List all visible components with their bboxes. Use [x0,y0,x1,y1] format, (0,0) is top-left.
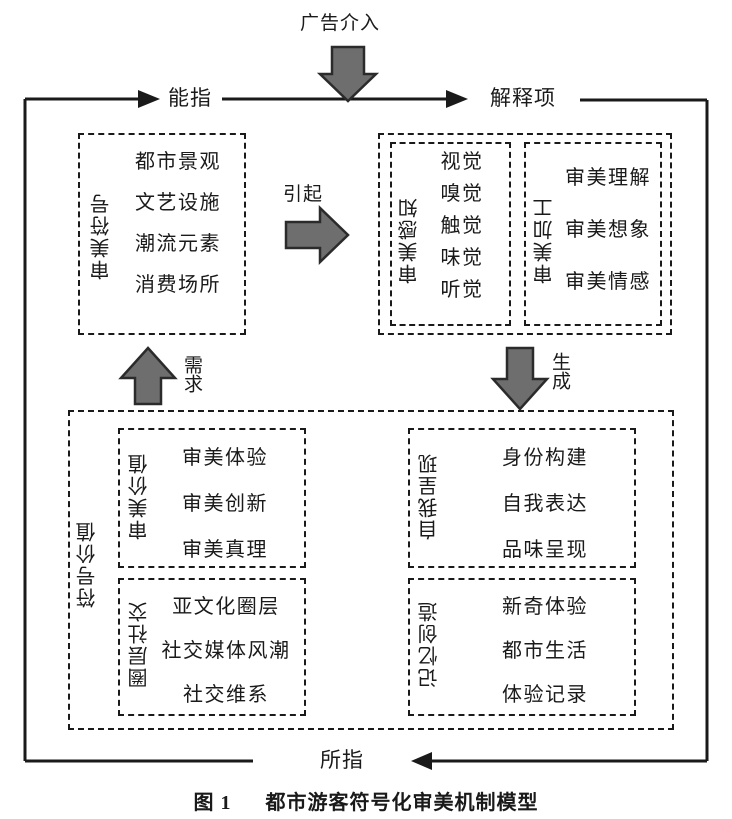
list-item: 视觉 [440,151,484,173]
node-label-signified: 所指 [320,749,364,772]
list-item: 审美真理 [182,539,268,561]
group-label-symbol-value: 符号价值 [77,520,99,608]
group-box-aesthetic-processing [524,142,662,326]
causes-arrow [284,205,350,265]
list-item: 都市生活 [502,640,588,662]
list-item: 审美创新 [182,493,268,515]
list-item: 消费场所 [135,274,221,296]
list-item: 嗅觉 [440,183,484,205]
list-item: 体验记录 [502,684,588,706]
connector-label-causes: 引起 [283,184,324,205]
list-item: 味觉 [440,247,484,269]
connector-label-generates: 生成 [549,352,571,390]
group-items-memory-creation: 新奇体验 都市生活 体验记录 [470,597,620,705]
signifier-to-interpretant-arrowhead [446,90,468,108]
signifier-arrowhead [138,90,160,108]
group-label-self-presentation: 自我呈现 [419,452,441,540]
group-label-circle-social: 圈层社交 [129,600,151,688]
group-items-aesthetic-value: 审美体验 审美创新 审美真理 [160,448,290,560]
node-label-signifier: 能指 [168,87,212,110]
group-box-circle-social [118,578,306,716]
group-items-self-presentation: 身份构建 自我表达 品味呈现 [470,448,620,560]
list-item: 都市景观 [135,151,221,173]
list-item: 品味呈现 [502,539,588,561]
signified-arrowhead [411,752,432,770]
list-item: 触觉 [440,215,484,237]
group-items-aesthetic-processing: 审美理解 审美想象 审美情感 [560,168,656,292]
connector-label-generates-line1: 生成 [548,352,570,390]
connector-label-demand: 需求 [181,355,203,393]
list-item: 审美情感 [565,271,651,293]
group-box-aesthetic-value [118,428,306,568]
figure-caption: 图 1 都市游客符号化审美机制模型 [0,786,732,815]
node-label-interpretant: 解释项 [490,87,556,110]
group-box-memory-creation [408,578,636,716]
group-label-aesthetic-perception: 审美感知 [399,196,421,284]
list-item: 社交维系 [183,684,269,706]
list-item: 新奇体验 [502,596,588,618]
group-label-aesthetic-processing: 审美加工 [534,196,556,284]
ad-intervention-arrow [316,45,380,103]
list-item: 审美理解 [565,167,651,189]
list-item: 身份构建 [502,447,588,469]
list-item: 审美体验 [182,447,268,469]
connector-label-ad-intervention: 广告介入 [300,13,381,34]
group-items-circle-social: 亚文化圈层 社交媒体风潮 社交维系 [156,597,296,705]
group-box-aesthetic-perception [390,142,511,326]
list-item: 潮流元素 [135,233,221,255]
list-item: 文艺设施 [135,192,221,214]
connector-label-demand-line1: 需求 [180,355,202,393]
group-items-aesthetic-perception: 视觉 嗅觉 触觉 味觉 听觉 [424,152,500,300]
figure-caption-number: 图 1 [193,792,232,814]
group-items-aesthetic-symbol: 都市景观 文艺设施 潮流元素 消费场所 [118,152,238,295]
group-box-aesthetic-symbol [78,133,246,335]
list-item: 自我表达 [502,493,588,515]
generates-arrow [490,346,550,411]
list-item: 亚文化圈层 [172,596,280,618]
group-box-bottom-container [68,410,674,730]
list-item: 社交媒体风潮 [161,640,291,662]
group-box-self-presentation [408,428,636,568]
figure-caption-title: 都市游客符号化审美机制模型 [265,792,539,814]
list-item: 审美想象 [565,219,651,241]
group-label-memory-creation: 记忆创造 [419,600,441,688]
list-item: 听觉 [440,279,484,301]
group-label-aesthetic-symbol: 审美符号 [91,192,113,280]
group-box-interpretant-container [378,133,672,335]
demand-arrow [118,346,178,406]
group-label-aesthetic-value: 审美价值 [129,452,151,540]
